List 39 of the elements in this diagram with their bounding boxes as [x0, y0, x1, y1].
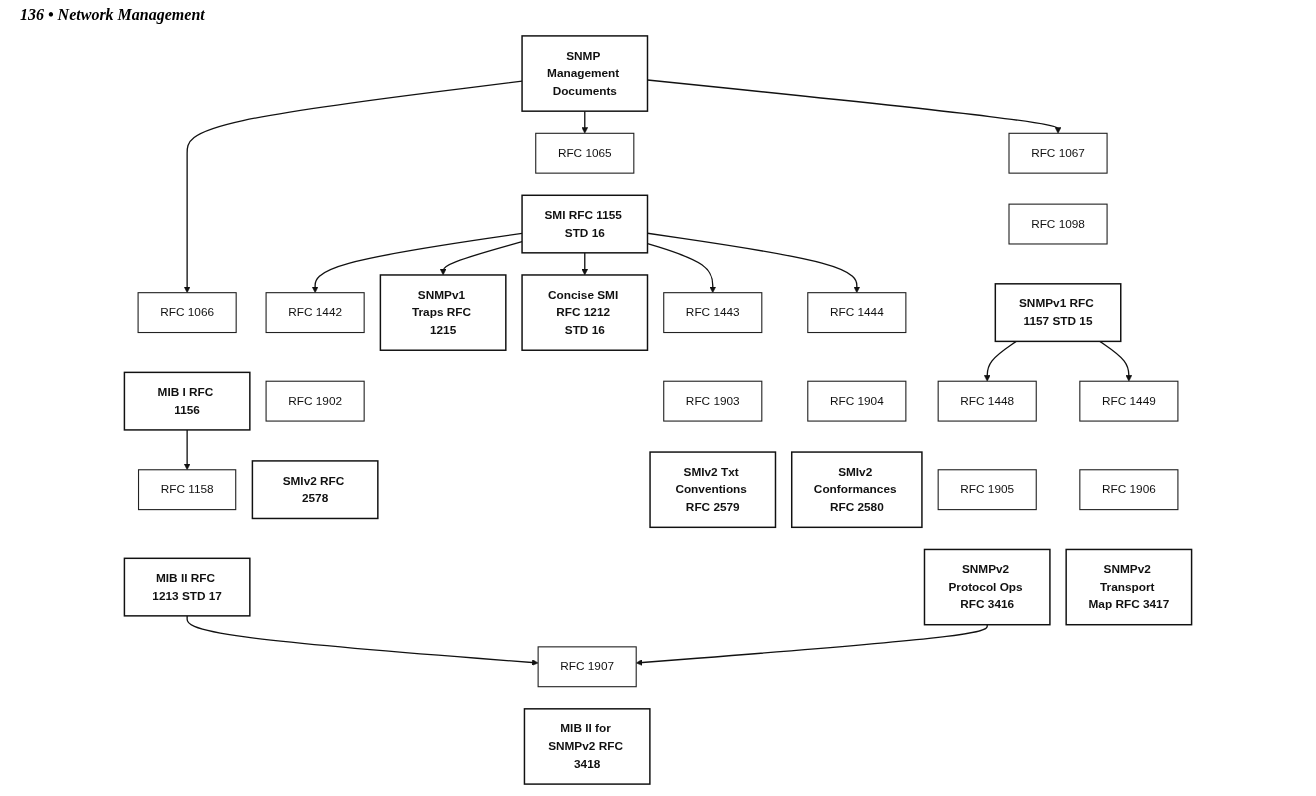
arrow [183, 429, 191, 471]
node-box: Concise SMI RFC 1212 STD 16 [521, 274, 649, 351]
node-box: RFC 1443 [663, 292, 763, 334]
node-box: RFC 1066 [137, 292, 237, 334]
arrow [439, 241, 523, 276]
node-box: RFC 1904 [807, 380, 907, 422]
node-box: SNMPv2 Protocol Ops RFC 3416 [923, 548, 1051, 626]
node-box: RFC 1907 [537, 646, 637, 688]
arrow [581, 252, 589, 276]
node-box: RFC 1906 [1079, 469, 1179, 511]
node-box: RFC 1442 [265, 292, 365, 334]
node-box: RFC 1067 [1008, 132, 1108, 174]
node-box: MIB II RFC 1213 STD 17 [123, 557, 251, 617]
node-box: SNMPv1 Traps RFC 1215 [379, 274, 507, 351]
arrow [311, 232, 523, 293]
arrow [183, 80, 523, 293]
node-box: RFC 1158 [137, 469, 237, 511]
node-box: RFC 1065 [535, 132, 635, 174]
node-box: SNMP Management Documents [521, 35, 649, 112]
arrow [983, 340, 1017, 382]
arrow [581, 110, 589, 134]
node-box: RFC 1444 [807, 292, 907, 334]
node-box: RFC 1902 [265, 380, 365, 422]
arrow [186, 615, 539, 666]
node-box: SMIv2 RFC 2578 [251, 460, 379, 520]
node-box: RFC 1905 [937, 469, 1037, 511]
node-box: SMI RFC 1155 STD 16 [521, 194, 649, 254]
node-box: RFC 1903 [663, 380, 763, 422]
node-box: MIB I RFC 1156 [123, 371, 251, 431]
node-box: RFC 1098 [1008, 203, 1108, 245]
node-box: SNMPv2 Transport Map RFC 3417 [1065, 548, 1193, 626]
node-box: SMIv2 Conformances RFC 2580 [791, 451, 923, 529]
node-box: RFC 1449 [1079, 380, 1179, 422]
arrow [1099, 340, 1133, 382]
page-header: 136 • Network Management [20, 6, 205, 24]
node-box: SMIv2 Txt Conventions RFC 2579 [649, 451, 777, 529]
node-box: SNMPv1 RFC 1157 STD 15 [994, 283, 1122, 343]
node-box: MIB II for SNMPv2 RFC 3418 [523, 708, 651, 785]
node-box: RFC 1448 [937, 380, 1037, 422]
